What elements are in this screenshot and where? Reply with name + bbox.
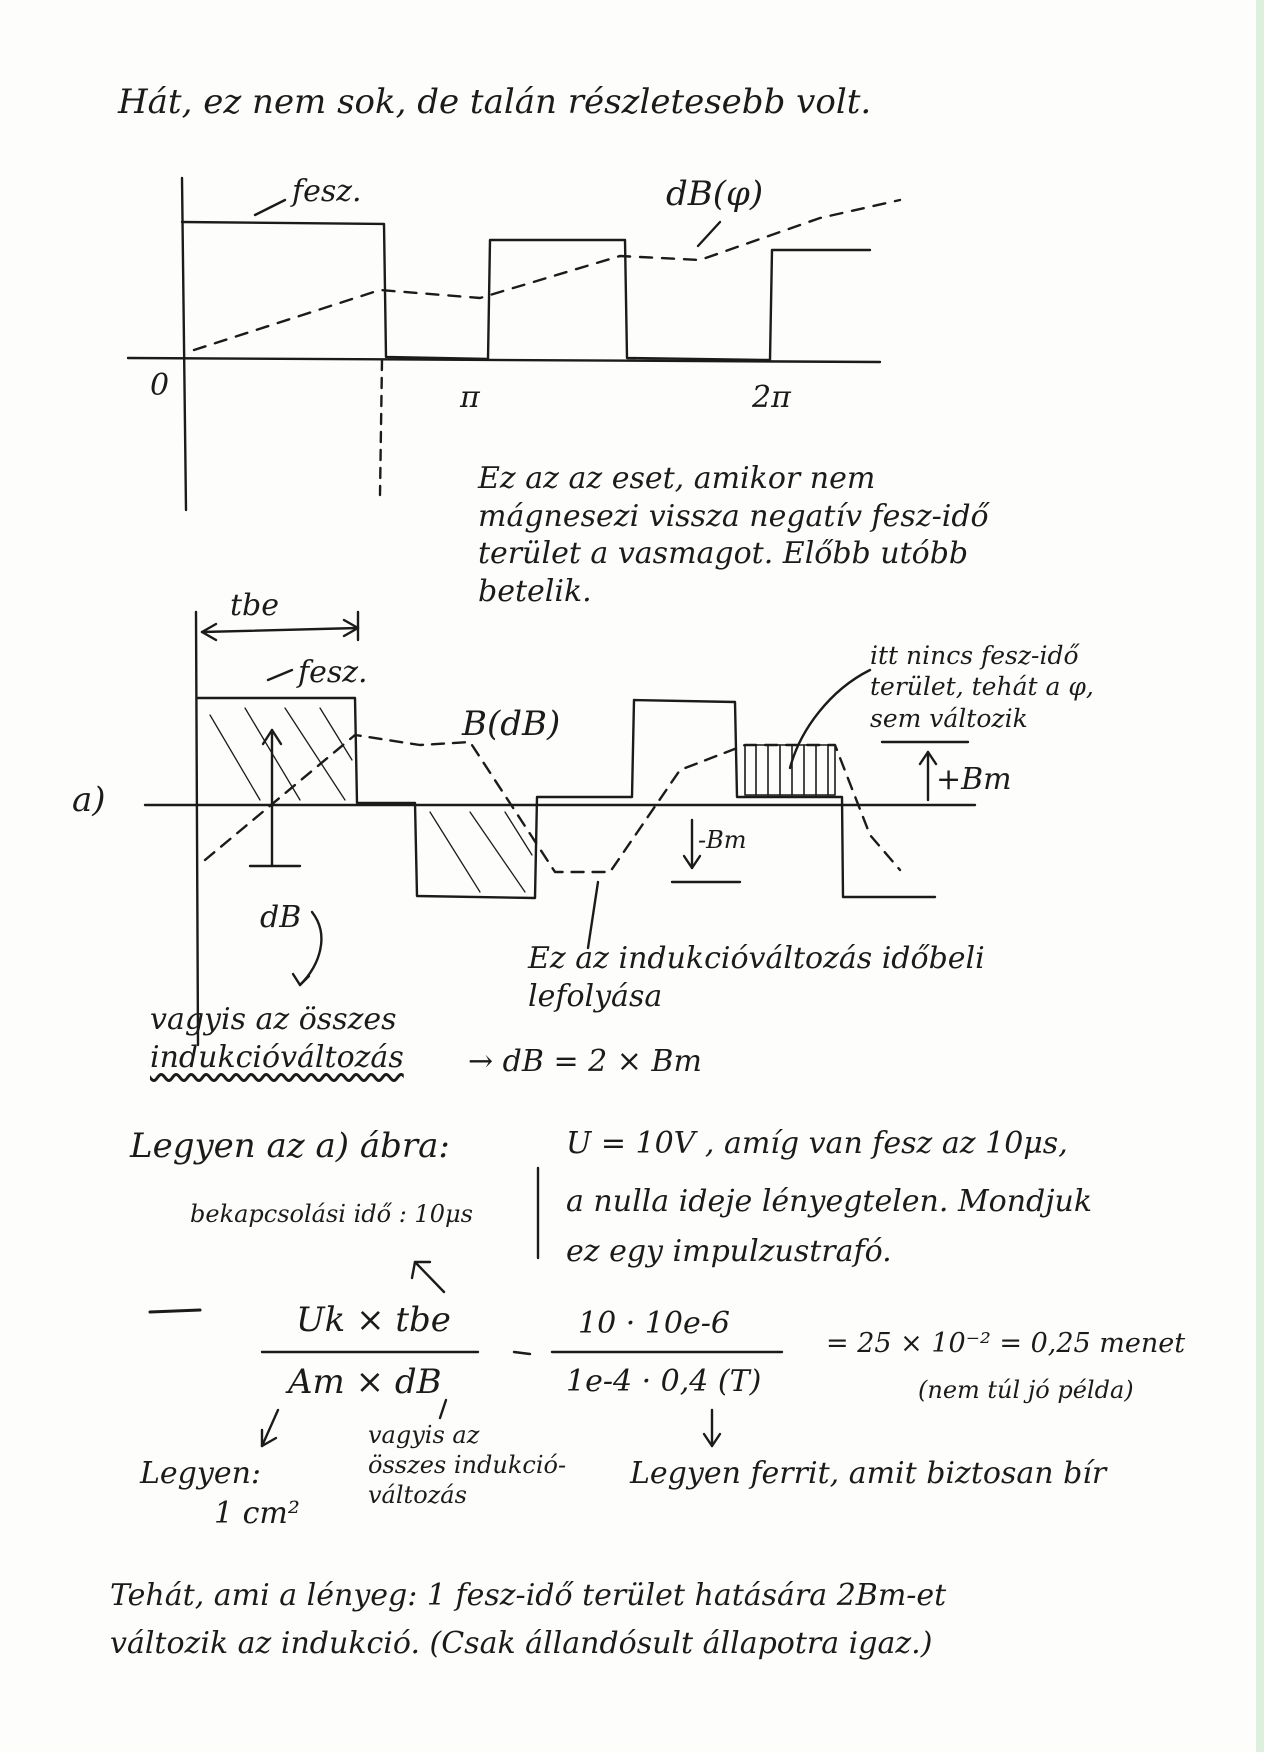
calc-strokes <box>148 1166 784 1448</box>
d2-hatch-area-2 <box>429 811 533 893</box>
d2-db-label: dB <box>260 900 302 935</box>
note-case: Ez az az eset, amikor nem mágnesezi viss… <box>478 461 989 609</box>
d2-plus-bm: +Bm <box>936 762 1012 797</box>
heading: Hát, ez nem sok, de talán részletesebb v… <box>118 82 872 122</box>
d1-square-wave <box>180 220 872 362</box>
area-note-1: Legyen: <box>140 1456 262 1491</box>
d2-curve-label: B(dB) <box>462 704 561 744</box>
ferrite-note: Legyen ferrit, amit biztosan bír <box>630 1456 1107 1491</box>
d1-flux-label: fesz. <box>292 174 362 209</box>
d2-plus-bm-arrowhead <box>918 750 938 766</box>
total-change-formula: → dB = 2 × Bm <box>468 1044 702 1079</box>
fraction-num: Uk × tbe <box>296 1300 451 1340</box>
d1-tick-pi: π <box>460 380 480 415</box>
equals-1 <box>512 1350 532 1356</box>
d2-db-pointer <box>298 910 323 987</box>
arrow-area-left <box>260 1408 280 1448</box>
calc-u-line: U = 10V , amíg van fesz az 10μs, <box>566 1126 1068 1161</box>
scratch-b <box>148 1308 202 1314</box>
diagram-1 <box>126 176 902 512</box>
d2-hatch-area-3 <box>744 744 836 796</box>
conclusion: Tehát, ami a lényeg: 1 fesz-idő terület … <box>110 1578 947 1661</box>
value-num: 10 · 10e-6 <box>578 1306 730 1341</box>
d1-y-axis <box>180 176 188 512</box>
d2-square-wave <box>196 696 937 900</box>
d2-db-pointer-head <box>291 972 311 987</box>
d1-flux-curve <box>192 198 902 352</box>
calc-result: = 25 × 10⁻² = 0,25 menet <box>826 1328 1186 1359</box>
d2-db-arrowhead-up <box>261 728 283 746</box>
d2-no-area-pointer <box>788 668 872 770</box>
d1-tick-zero: 0 <box>150 368 170 403</box>
d2-flux-label: fesz. <box>298 655 368 690</box>
diagram-2 <box>143 610 977 1047</box>
course-note: Ez az indukcióváltozás időbeli lefolyása <box>528 941 985 1014</box>
d2-tbe-arrowhead-left <box>200 622 218 642</box>
value-den: 1e-4 · 0,4 (T) <box>566 1364 762 1399</box>
d2-fesz-pointer <box>266 668 294 682</box>
d1-curve-pointer <box>696 220 722 248</box>
calc-arrow-switch <box>413 1260 446 1294</box>
arrow-total <box>438 1398 448 1420</box>
d2-flux-curve <box>203 733 902 874</box>
d2-course-pointer <box>586 880 600 950</box>
calc-result-note: (nem túl jó példa) <box>918 1376 1134 1404</box>
arrow-ferrite-head <box>702 1432 722 1448</box>
d1-tick-2pi: 2π <box>752 380 791 415</box>
d2-minus-bm: -Bm <box>698 826 747 854</box>
db-note: vagyis az összes indukció- változás <box>368 1421 567 1509</box>
d2-y-axis <box>194 610 200 1047</box>
d2-hatch-area-1 <box>209 707 353 801</box>
paper-edge <box>1256 0 1264 1752</box>
d1-x-axis <box>126 356 882 364</box>
total-change-line1: vagyis az összes <box>150 1002 397 1037</box>
d2-tbe-arrow <box>200 626 360 634</box>
d1-dashed-continuation <box>378 358 384 497</box>
area-note-2: 1 cm² <box>214 1496 300 1531</box>
d1-fesz-pointer <box>253 198 287 217</box>
calc-switch-time: bekapcsolási idő : 10μs <box>190 1200 473 1228</box>
d2-minus-bm-arrowhead <box>682 854 702 870</box>
arrow-area-left-head <box>260 1428 278 1448</box>
d2-label-a: a) <box>72 780 106 820</box>
d2-tbe-label: tbe <box>230 588 280 623</box>
calc-null-line: a nulla ideje lényegtelen. Mondjuk <box>566 1184 1093 1219</box>
d2-no-area-note: itt nincs fesz-idő terület, tehát a φ, s… <box>870 641 1094 733</box>
calc-intro: Legyen az a) ábra: <box>130 1126 450 1166</box>
d1-curve-label: dB(φ) <box>666 174 764 214</box>
fraction-den: Am × dB <box>288 1362 442 1402</box>
calc-impulse-line: ez egy impulzustrafó. <box>566 1234 892 1269</box>
calc-arrow-switch-head <box>410 1260 432 1280</box>
total-change-line2: indukcióváltozás <box>150 1040 404 1075</box>
